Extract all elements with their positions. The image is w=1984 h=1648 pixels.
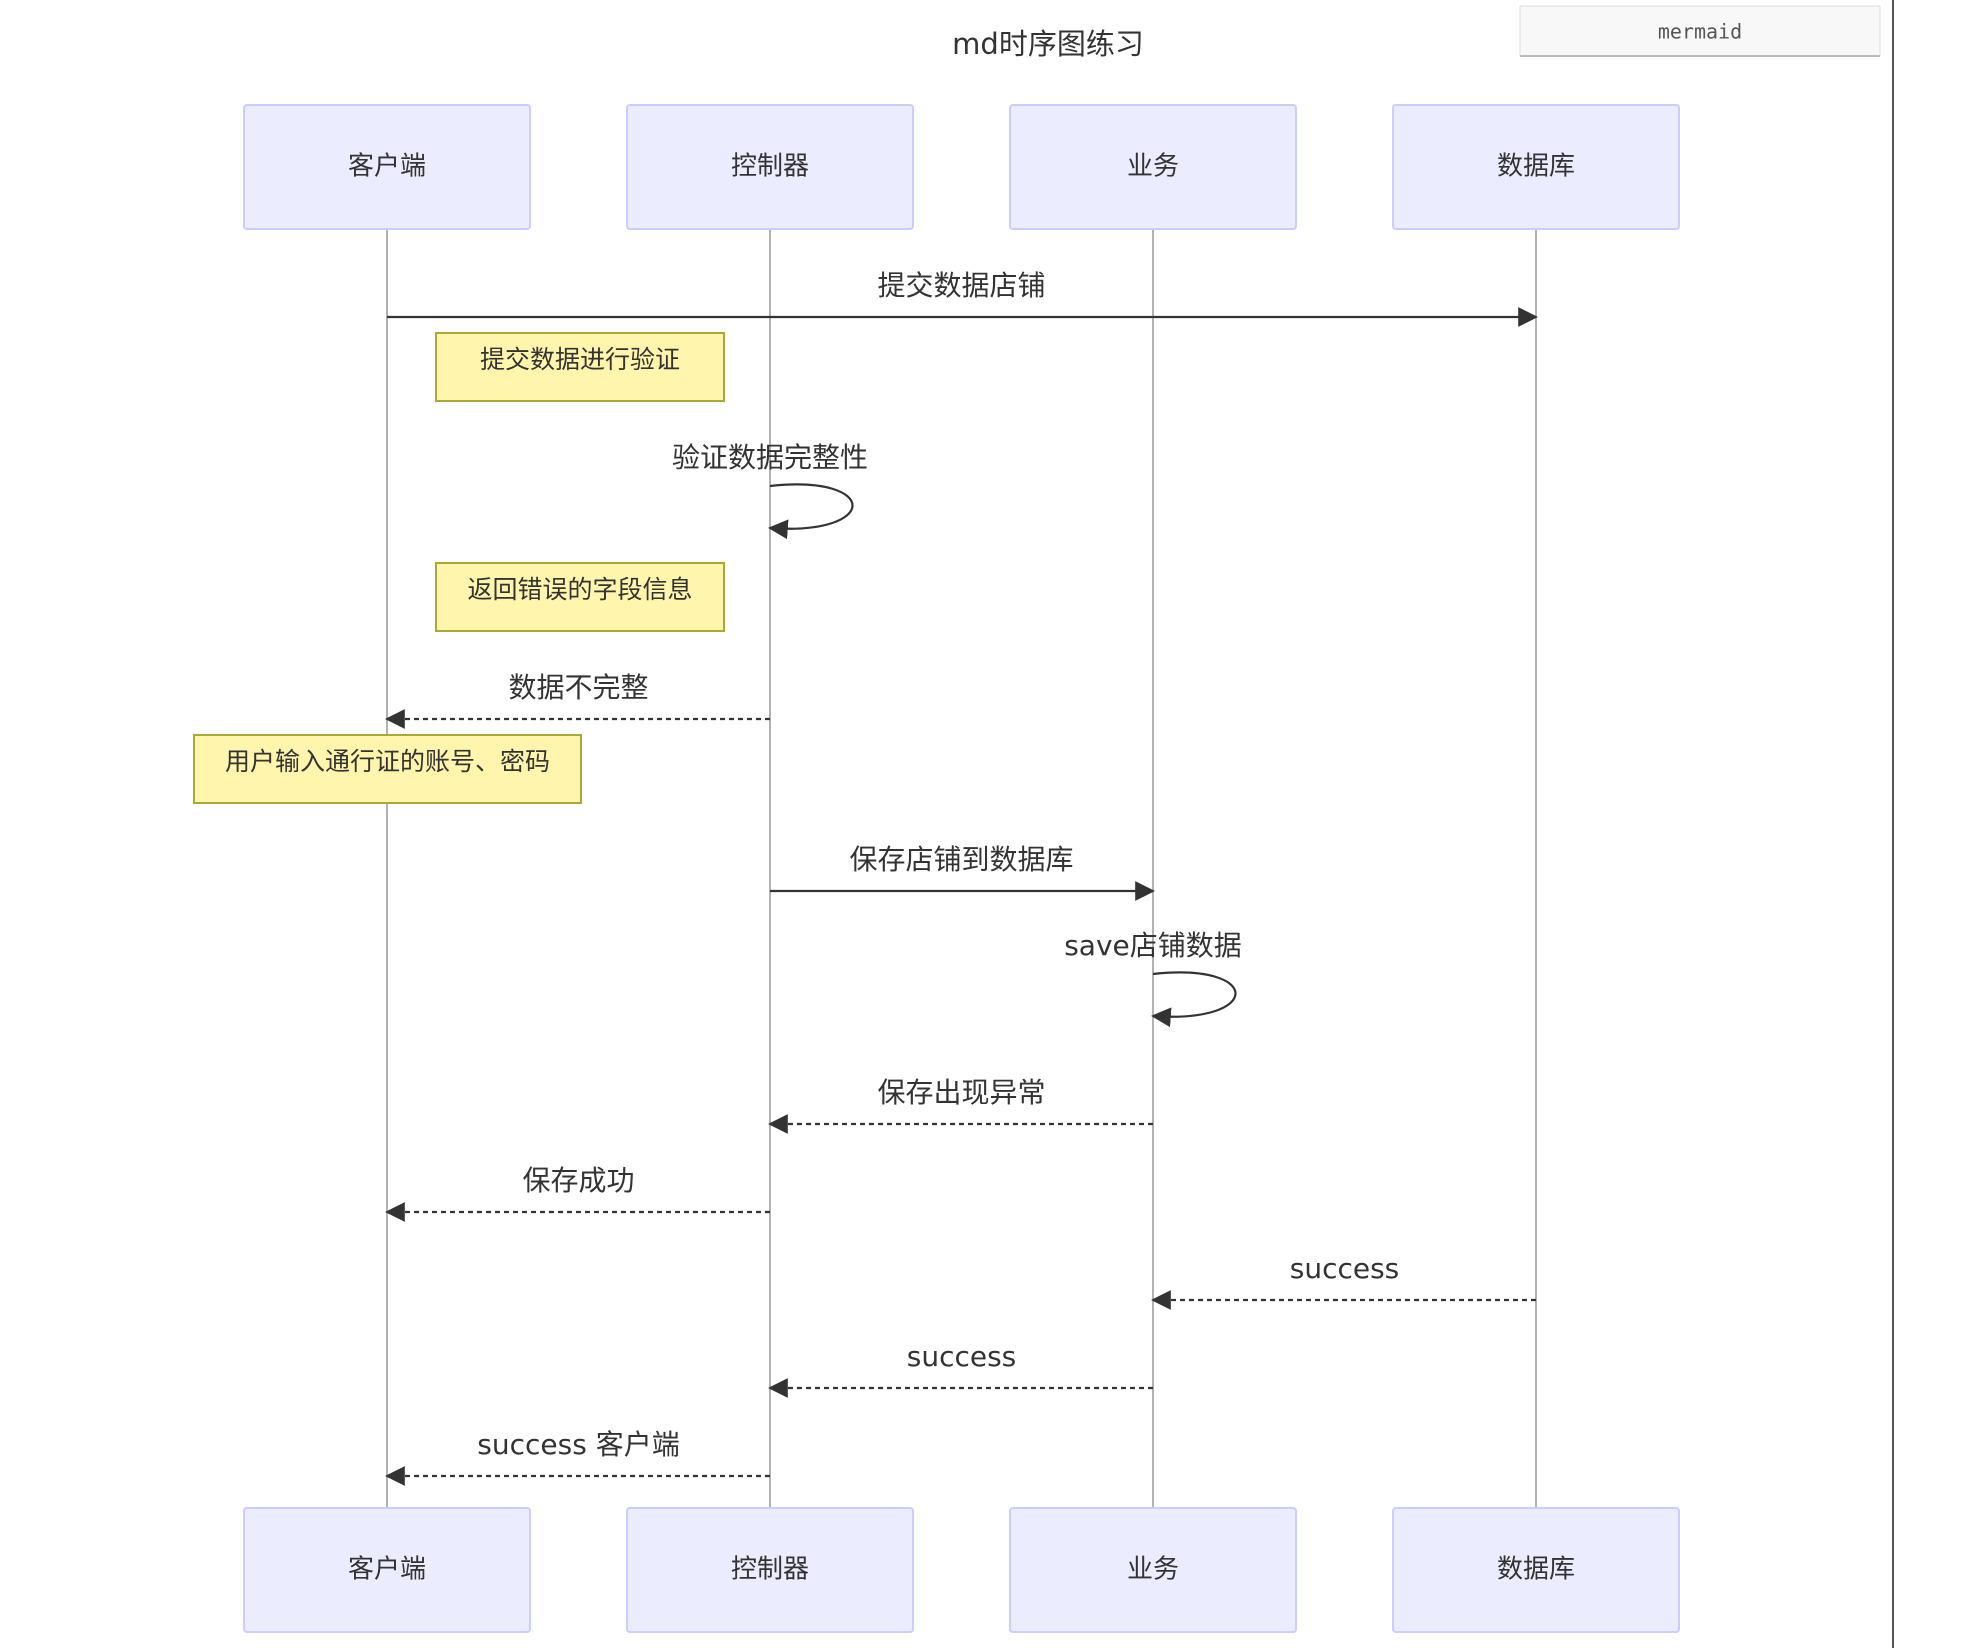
participant-box (243, 1507, 531, 1633)
participant-client-bottom: 客户端 (243, 1507, 531, 1633)
participant-label: 业务 (1127, 152, 1179, 182)
message-label: success (907, 1340, 1017, 1373)
message-label: success (1290, 1252, 1400, 1285)
message-label: 提交数据店铺 (877, 269, 1045, 302)
step-message: 保存成功 (385, 1164, 770, 1222)
participant-label: 客户端 (348, 1555, 426, 1585)
participant-service-bottom: 业务 (1009, 1507, 1297, 1633)
message-label: save店铺数据 (1064, 929, 1242, 962)
participant-box (243, 104, 531, 230)
participant-box (626, 1507, 914, 1633)
step-message: 提交数据店铺 (387, 269, 1538, 327)
step-note: 提交数据进行验证 (435, 332, 725, 402)
mermaid-badge: mermaid (1519, 5, 1881, 57)
participant-box (1009, 1507, 1297, 1633)
participant-box (626, 104, 914, 230)
participant-label: 业务 (1127, 1555, 1179, 1585)
participant-label: 控制器 (731, 152, 809, 182)
participants: 客户端控制器业务数据库客户端控制器业务数据库 (243, 104, 1680, 1633)
self-message-arrow (768, 483, 854, 540)
diagram-title: md时序图练习 (952, 27, 1144, 61)
participant-label: 数据库 (1497, 152, 1575, 182)
participant-controller-top: 控制器 (626, 104, 914, 230)
participant-box (1009, 104, 1297, 230)
self-message-arrow (1151, 971, 1237, 1028)
participant-controller-bottom: 控制器 (626, 1507, 914, 1633)
note-text: 提交数据进行验证 (480, 345, 680, 374)
step-message: 保存出现异常 (768, 1076, 1153, 1134)
participant-db-top: 数据库 (1392, 104, 1680, 230)
participant-box (1392, 1507, 1680, 1633)
participant-label: 控制器 (731, 1555, 809, 1585)
step-message: 保存店铺到数据库 (770, 843, 1155, 901)
step-self: save店铺数据 (1064, 929, 1242, 1028)
step-message: success 客户端 (385, 1428, 770, 1486)
message-label: 数据不完整 (508, 671, 648, 704)
message-label: 保存成功 (522, 1164, 634, 1197)
note-text: 返回错误的字段信息 (467, 575, 692, 604)
step-message: 数据不完整 (385, 671, 770, 729)
step-self: 验证数据完整性 (672, 441, 868, 540)
message-label: 保存店铺到数据库 (849, 843, 1073, 876)
participant-db-bottom: 数据库 (1392, 1507, 1680, 1633)
step-message: success (1151, 1252, 1536, 1310)
participant-label: 数据库 (1497, 1555, 1575, 1585)
participant-service-top: 业务 (1009, 104, 1297, 230)
participant-client-top: 客户端 (243, 104, 531, 230)
step-note: 返回错误的字段信息 (435, 562, 725, 632)
step-note: 用户输入通行证的账号、密码 (193, 734, 582, 804)
note-text: 用户输入通行证的账号、密码 (225, 747, 550, 776)
sequence-steps: 提交数据店铺提交数据进行验证验证数据完整性返回错误的字段信息数据不完整用户输入通… (193, 269, 1538, 1486)
note-box (435, 332, 725, 402)
participant-box (1392, 104, 1680, 230)
note-box (193, 734, 582, 804)
participant-label: 客户端 (348, 152, 426, 182)
message-label: success 客户端 (477, 1428, 679, 1461)
note-box (435, 562, 725, 632)
message-label: 保存出现异常 (877, 1076, 1045, 1109)
badge-label: mermaid (1658, 20, 1742, 44)
step-message: success (768, 1340, 1153, 1398)
message-label: 验证数据完整性 (672, 441, 868, 474)
